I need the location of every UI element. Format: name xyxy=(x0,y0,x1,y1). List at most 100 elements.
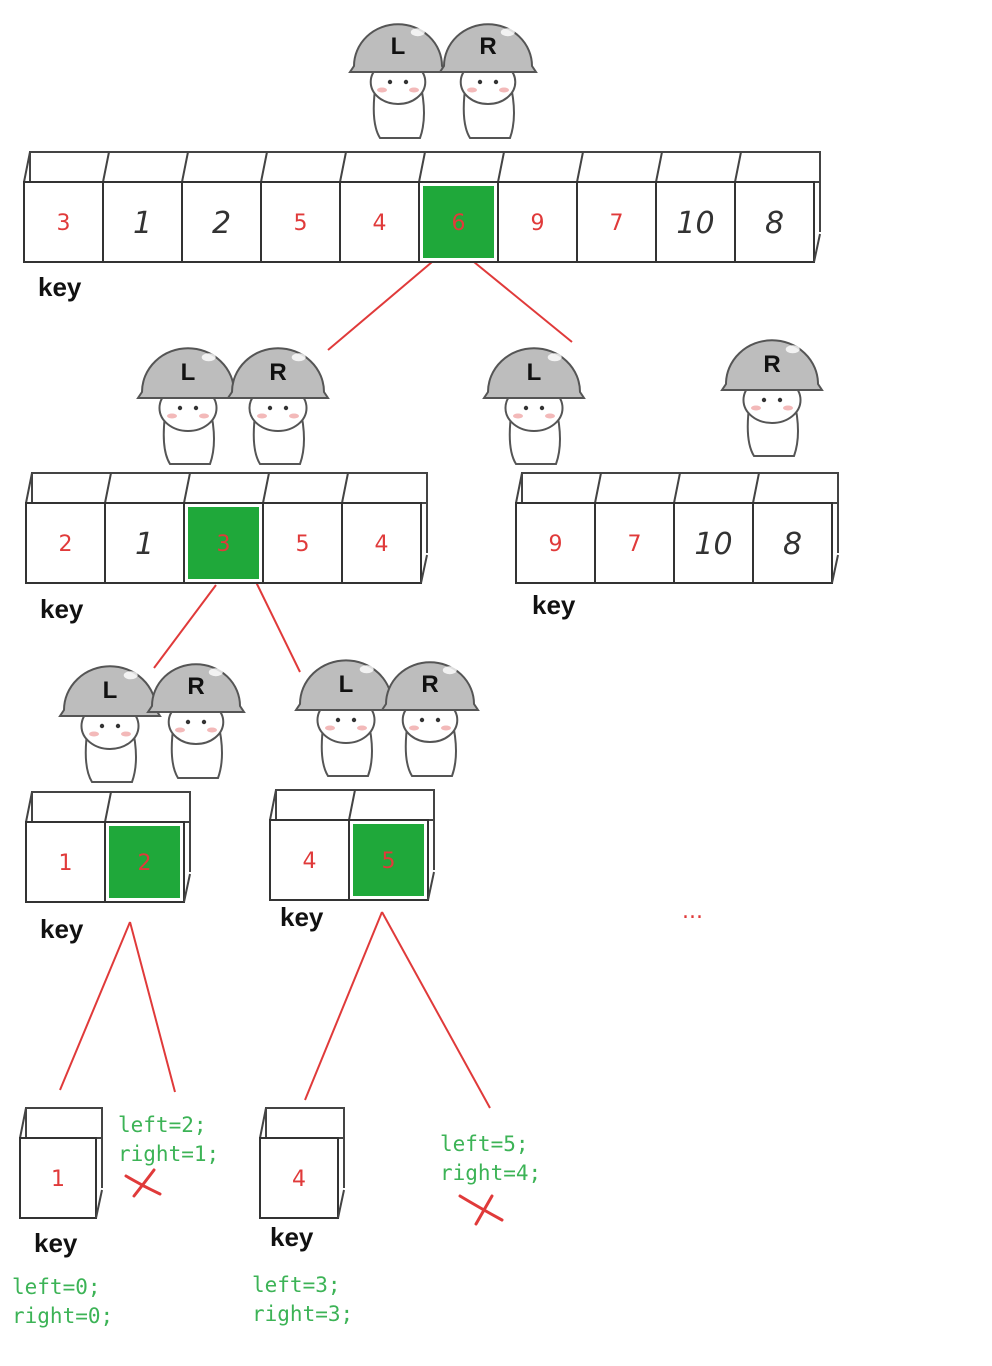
cell-value: 6 xyxy=(452,211,466,236)
key-label-level3-right: key xyxy=(270,1222,314,1252)
pointer-letter: L xyxy=(391,33,406,60)
cell-value: 1 xyxy=(59,851,73,876)
edge-l1-to-left xyxy=(153,584,217,669)
helmet-icon xyxy=(438,23,538,73)
array-level3-right: 4 xyxy=(259,1107,345,1219)
array-cell: 9 xyxy=(497,151,578,263)
pointer-letter: L xyxy=(339,671,354,698)
cell-value: 7 xyxy=(610,211,624,236)
pivot-highlight xyxy=(188,507,259,579)
cell-value: 3 xyxy=(217,532,231,557)
helmet-icon xyxy=(146,663,246,713)
annotation-right-4: right=4; xyxy=(440,1161,541,1185)
annotation-left-0: left=0; xyxy=(12,1275,101,1299)
right-pointer-soldier: R xyxy=(438,23,538,139)
pivot-highlight xyxy=(423,186,494,258)
cell-value: 3 xyxy=(57,211,71,236)
key-label-level0: key xyxy=(38,272,82,302)
array-cell: 4 xyxy=(269,789,350,901)
array-cell: 5 xyxy=(348,789,429,901)
helmet-icon xyxy=(482,347,586,399)
cell-value: 10 xyxy=(676,206,714,241)
array-cell: 3 xyxy=(183,472,264,584)
array-cell: 3 xyxy=(23,151,104,263)
continuation-ellipsis: ... xyxy=(682,899,703,924)
pointer-letter: R xyxy=(763,351,780,378)
array-cell: 4 xyxy=(339,151,420,263)
cross-mark-1 xyxy=(124,1168,162,1198)
key-label-level3-left: key xyxy=(34,1228,78,1258)
pointer-letter: L xyxy=(181,359,196,386)
edge-root-to-left xyxy=(327,261,433,351)
array-cell: 2 xyxy=(25,472,106,584)
left-pointer-soldier: L xyxy=(348,23,448,139)
cell-value: 8 xyxy=(783,527,802,562)
cell-value: 2 xyxy=(138,851,152,876)
cell-value: 5 xyxy=(294,211,308,236)
array-cell: 8 xyxy=(752,472,833,584)
cell-value: 2 xyxy=(59,532,73,557)
cell-value: 5 xyxy=(382,849,396,874)
cell-value: 5 xyxy=(296,532,310,557)
key-label-level1-right: key xyxy=(532,590,576,620)
annotation-right-3: right=3; xyxy=(252,1302,353,1326)
cell-value: 9 xyxy=(531,211,545,236)
cell-value: 1 xyxy=(51,1167,65,1192)
key-label-level2-left: key xyxy=(40,914,84,944)
cell-value: 4 xyxy=(303,849,317,874)
cross-mark-2 xyxy=(458,1194,504,1226)
pointer-letter: L xyxy=(527,359,542,386)
edge-l2a-to-left xyxy=(59,921,131,1091)
cell-value: 1 xyxy=(135,527,154,562)
pointer-letter: R xyxy=(187,673,204,700)
edge-root-to-right xyxy=(473,261,573,343)
cell-value: 7 xyxy=(628,532,642,557)
edge-l2b-to-right xyxy=(381,911,491,1109)
array-cell: 4 xyxy=(259,1107,339,1219)
cell-value: 8 xyxy=(765,206,784,241)
annotation-left-5: left=5; xyxy=(440,1132,529,1156)
array-cell: 7 xyxy=(576,151,657,263)
helmet-icon xyxy=(720,339,824,391)
right-pointer-soldier: R xyxy=(146,663,246,779)
left-pointer-soldier: L xyxy=(294,659,398,777)
array-cell: 6 xyxy=(418,151,499,263)
key-label-level1-left: key xyxy=(40,594,84,624)
array-cell: 10 xyxy=(673,472,754,584)
array-level3-left: 1 xyxy=(19,1107,103,1219)
array-cell: 5 xyxy=(262,472,343,584)
array-cell: 5 xyxy=(260,151,341,263)
pointer-letter: R xyxy=(269,359,286,386)
helmet-icon xyxy=(348,23,448,73)
edge-l2a-to-right xyxy=(129,921,176,1093)
left-pointer-soldier: L xyxy=(482,347,586,465)
pointer-soldiers: L R L R L R L R L R xyxy=(58,23,824,783)
edge-l2b-to-left xyxy=(304,911,383,1101)
array-cell: 1 xyxy=(102,151,183,263)
cell-value: 1 xyxy=(133,206,152,241)
array-level1-right: 9 7 10 8 xyxy=(515,472,839,584)
annotation-left-2: left=2; xyxy=(118,1113,207,1137)
pointer-letter: R xyxy=(421,671,438,698)
recursion-edges xyxy=(59,261,573,1109)
pointer-letter: L xyxy=(103,677,118,704)
annotation-right-0: right=0; xyxy=(12,1304,113,1328)
right-pointer-soldier: R xyxy=(226,347,330,465)
edge-l1-to-right xyxy=(255,581,301,673)
helmet-icon xyxy=(226,347,330,399)
cell-value: 4 xyxy=(292,1167,306,1192)
array-cell: 1 xyxy=(19,1107,97,1219)
annotation-right-1: right=1; xyxy=(118,1142,219,1166)
array-cell: 2 xyxy=(104,791,185,903)
array-cell: 8 xyxy=(734,151,815,263)
array-cell: 1 xyxy=(104,472,185,584)
pointer-letter: R xyxy=(479,33,496,60)
pivot-highlight xyxy=(109,826,180,898)
cell-value: 9 xyxy=(549,532,563,557)
pivot-highlight xyxy=(353,824,424,896)
